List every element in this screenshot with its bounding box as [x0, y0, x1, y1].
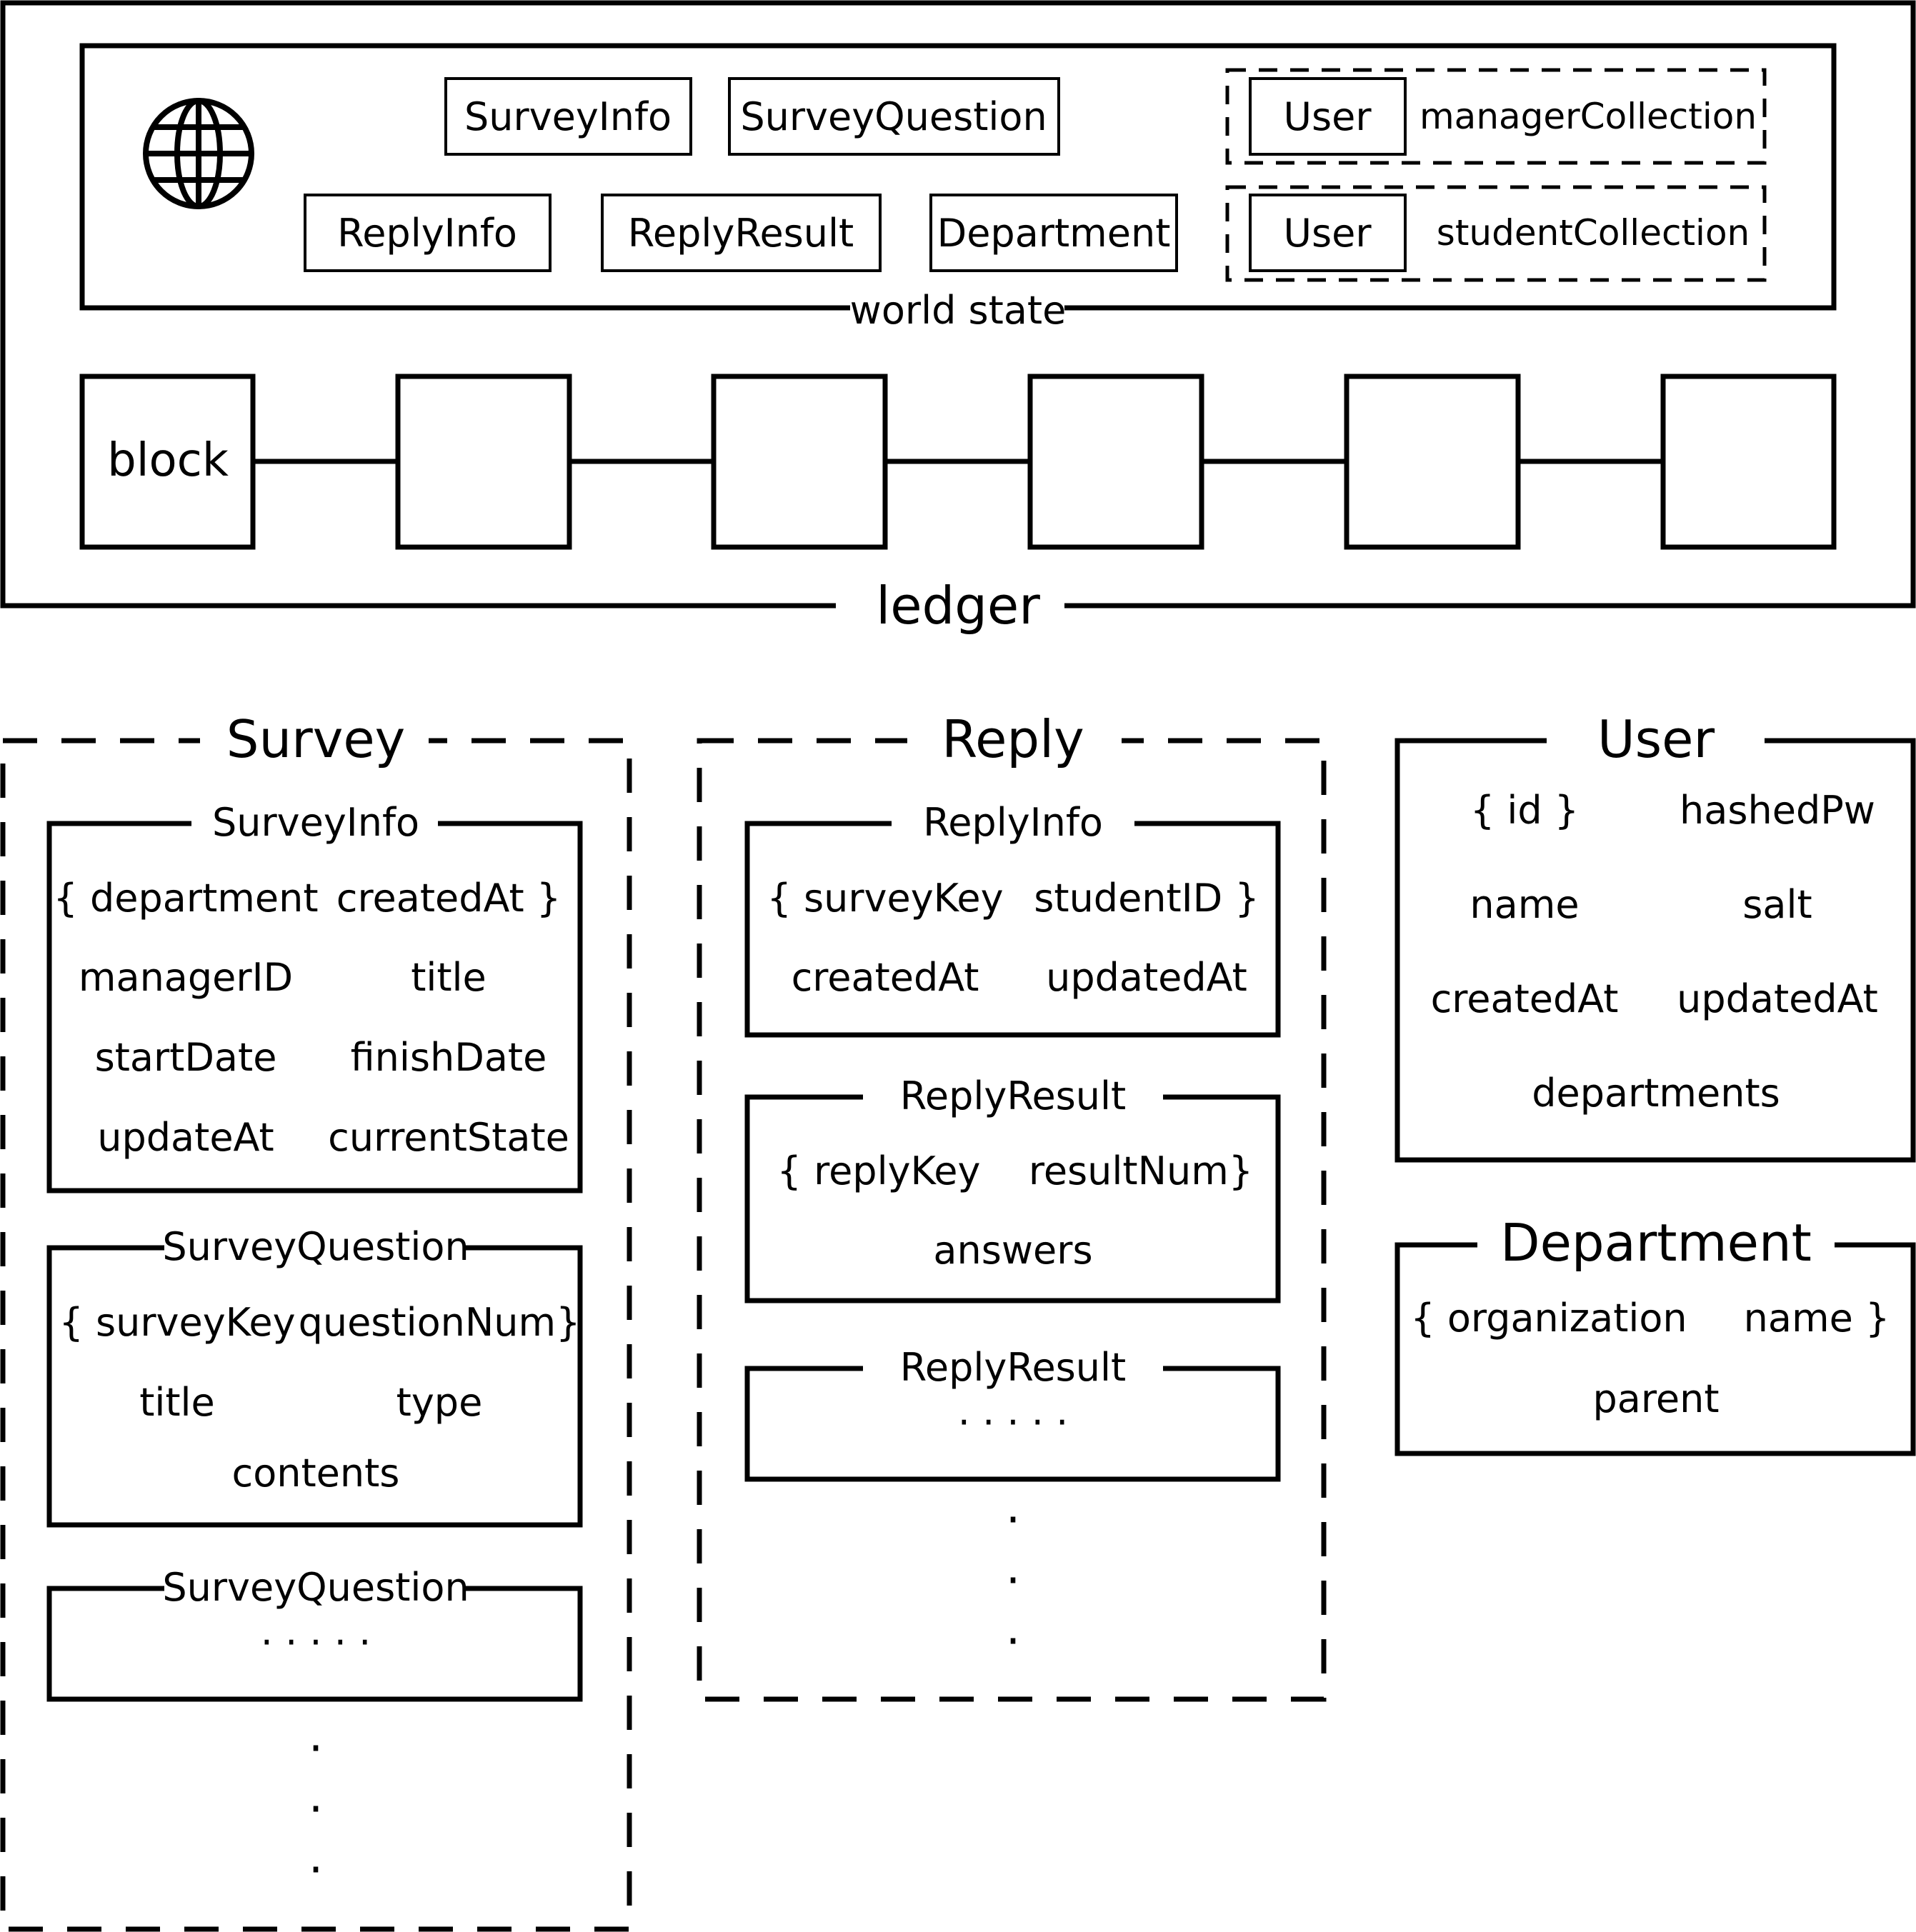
field: name }	[1744, 1296, 1890, 1341]
field: hashedPw	[1680, 788, 1875, 833]
field: { surveyKey	[767, 876, 1003, 921]
more-dot: ·	[309, 1783, 323, 1836]
field: createdAt	[792, 955, 979, 1000]
field: title	[411, 955, 487, 1000]
field: { surveyKey	[59, 1300, 295, 1345]
department-group: Department { organization name } parent	[1394, 1213, 1916, 1456]
reply-title: Reply	[942, 709, 1084, 769]
ellipsis: · · · · ·	[261, 1620, 371, 1665]
survey-title: Survey	[226, 709, 405, 769]
world-state: world state SurveyInfo SurveyQuestion	[79, 43, 1837, 333]
world-state-item-label: ReplyInfo	[337, 211, 517, 256]
ledger-label: ledger	[876, 576, 1040, 636]
department-frame	[1394, 1242, 1916, 1456]
field: resultNum}	[1029, 1148, 1253, 1193]
field: currentState	[328, 1115, 569, 1160]
world-state-item-label: Department	[937, 211, 1171, 256]
world-state-item-label: SurveyQuestion	[740, 94, 1047, 139]
block	[1027, 374, 1204, 550]
ledger-container: ledger world state SurveyInfo SurveyQ	[0, 0, 1916, 636]
field: answers	[933, 1228, 1092, 1273]
field: contents	[232, 1451, 400, 1496]
survey-info-title: SurveyInfo	[212, 800, 419, 845]
field: salt	[1742, 882, 1812, 927]
field: startDate	[95, 1035, 277, 1080]
survey-question-box: SurveyQuestion { surveyKey questionNum} …	[46, 1224, 583, 1528]
field: createdAt	[1431, 976, 1619, 1021]
globe-icon	[143, 98, 254, 209]
collection-item-label: User	[1283, 211, 1372, 256]
block	[1344, 374, 1521, 550]
student-collection: User studentCollection	[1225, 185, 1767, 282]
world-state-item-label: SurveyInfo	[464, 94, 672, 139]
field: { replyKey	[777, 1148, 981, 1193]
field: updatedAt	[1046, 955, 1247, 1000]
field: { organization	[1410, 1296, 1687, 1341]
reply-result-box-2: ReplyResult · · · · ·	[744, 1345, 1281, 1482]
reply-info-title: ReplyInfo	[923, 800, 1103, 845]
survey-info-box: SurveyInfo { department createdAt } mana…	[46, 800, 583, 1193]
collection-name: studentCollection	[1437, 212, 1750, 254]
world-state-item: Department	[929, 194, 1178, 272]
world-state-item: ReplyInfo	[304, 194, 552, 272]
reply-group: Reply ReplyInfo { surveyKey studentID } …	[697, 709, 1327, 1702]
field: { department	[54, 876, 319, 921]
survey-group: Survey SurveyInfo { department createdAt…	[0, 709, 632, 1932]
block	[1660, 374, 1837, 550]
world-state-item: ReplyResult	[601, 194, 882, 272]
more-dot: ·	[1006, 1555, 1020, 1608]
reply-result-title: ReplyResult	[900, 1345, 1126, 1390]
block	[395, 374, 572, 550]
survey-question-title: SurveyQuestion	[162, 1224, 469, 1269]
field: { id }	[1470, 788, 1579, 833]
collection-name: managerCollection	[1419, 96, 1757, 137]
more-dot: ·	[309, 1723, 323, 1776]
field: parent	[1592, 1376, 1719, 1421]
more-dot: ·	[309, 1844, 323, 1897]
more-dot: ·	[1006, 1494, 1020, 1547]
field: updatedAt	[1677, 976, 1878, 1021]
world-state-item: SurveyInfo	[444, 77, 692, 156]
field: managerID	[79, 955, 293, 1000]
user-group: User { id } hashedPw name salt createdAt…	[1394, 709, 1916, 1163]
field: createdAt }	[336, 876, 561, 921]
world-state-label: world state	[850, 288, 1067, 333]
block	[79, 374, 256, 550]
block-label: block	[107, 434, 229, 487]
department-title: Department	[1500, 1213, 1812, 1273]
field: name	[1470, 882, 1579, 927]
manager-collection: User managerCollection	[1225, 68, 1767, 165]
more-dot: ·	[1006, 1616, 1020, 1668]
world-state-item: SurveyQuestion	[728, 77, 1060, 156]
reply-info-box: ReplyInfo { surveyKey studentID } create…	[744, 800, 1281, 1038]
survey-question-title: SurveyQuestion	[162, 1565, 469, 1610]
field: finishDate	[351, 1035, 547, 1080]
reply-result-box: ReplyResult { replyKey resultNum} answer…	[744, 1073, 1281, 1303]
survey-question-box-2: SurveyQuestion · · · · ·	[46, 1565, 583, 1702]
reply-result-title: ReplyResult	[900, 1073, 1126, 1118]
field: updateAt	[97, 1115, 274, 1160]
field: departments	[1532, 1071, 1780, 1116]
world-state-item-label: ReplyResult	[628, 211, 854, 256]
user-title: User	[1597, 709, 1715, 769]
world-state-frame	[79, 43, 1837, 311]
blockchain: block	[79, 374, 1837, 550]
field: type	[396, 1380, 483, 1425]
block	[711, 374, 888, 550]
field: studentID }	[1034, 876, 1259, 921]
field: questionNum}	[299, 1300, 581, 1345]
collection-item-label: User	[1283, 94, 1372, 139]
ellipsis: · · · · ·	[958, 1400, 1069, 1445]
field: title	[139, 1380, 215, 1425]
